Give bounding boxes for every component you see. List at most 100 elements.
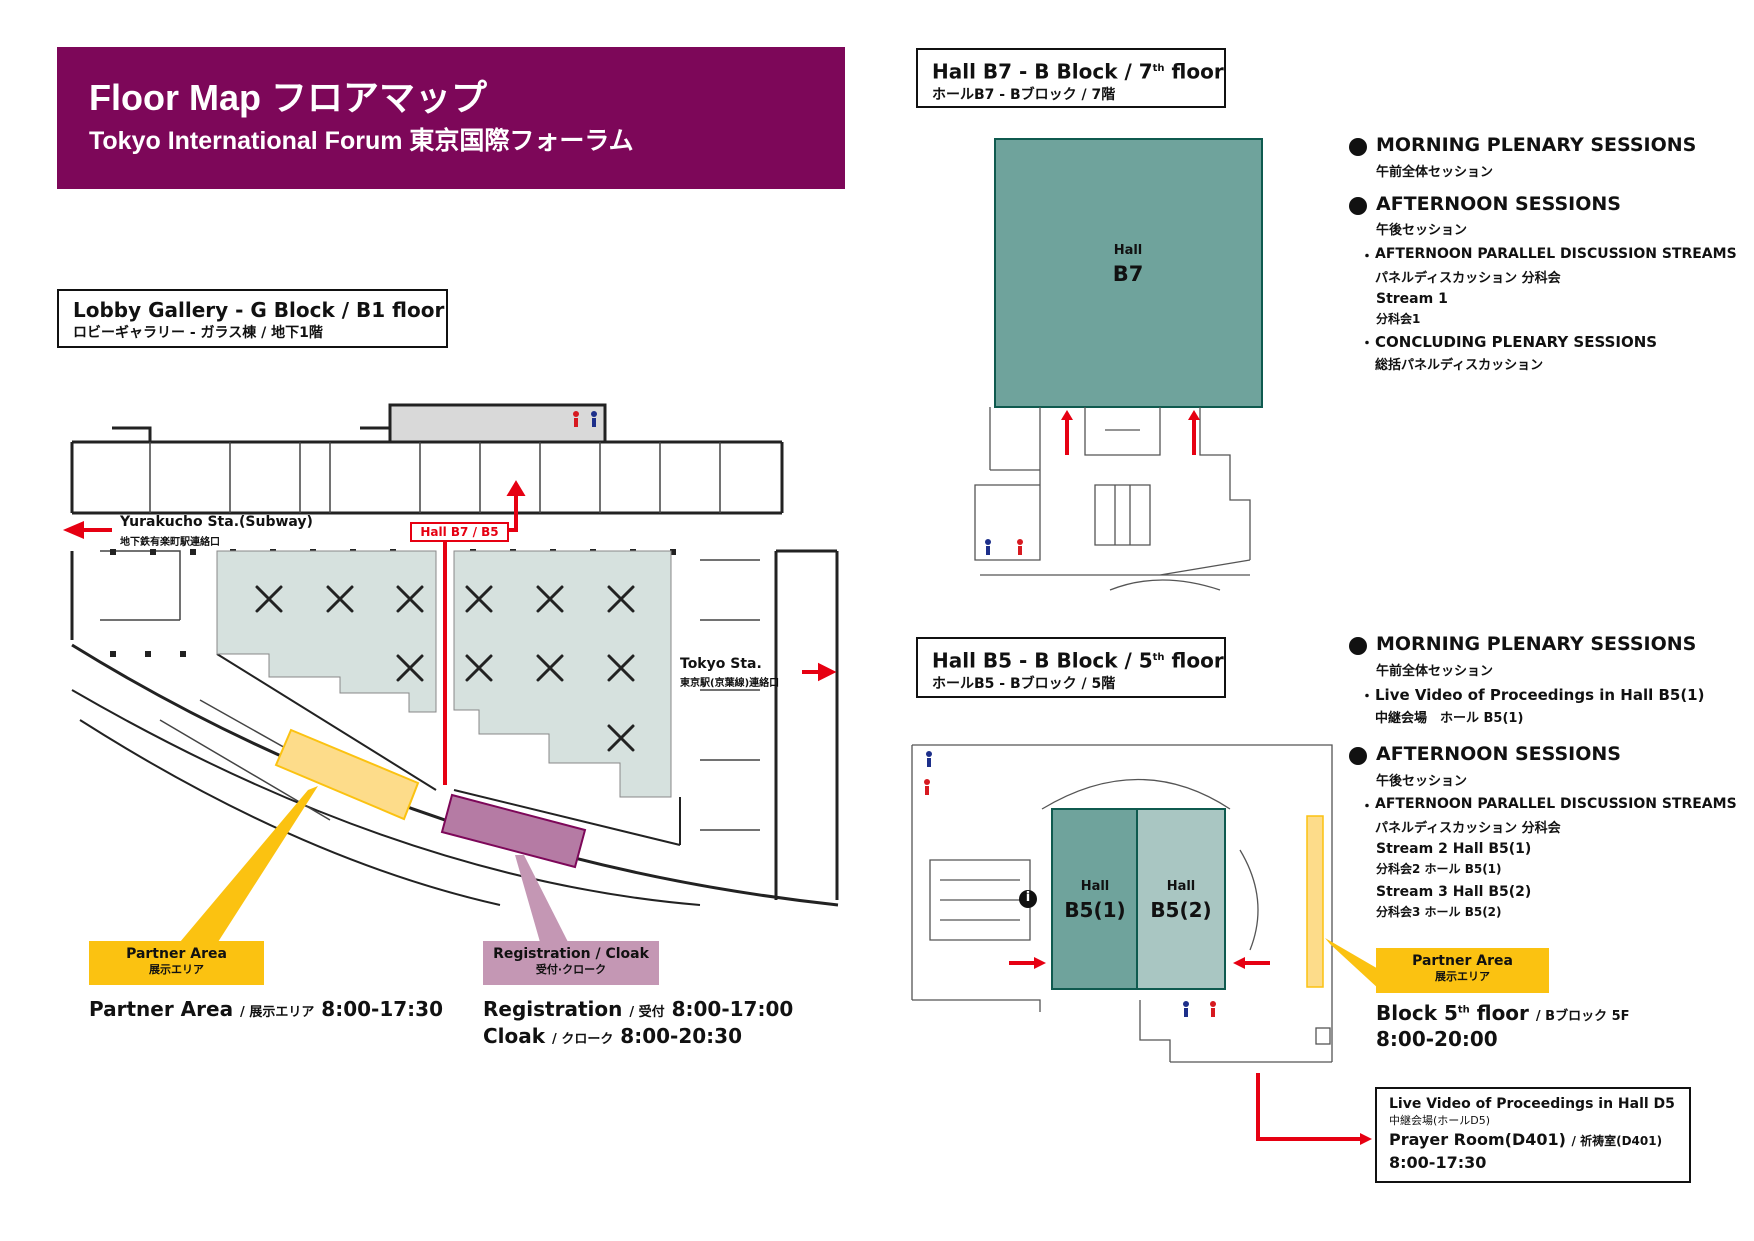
d5-info-box: Live Video of Proceedings in Hall D5 中継会… [1375, 1087, 1691, 1183]
b5-parallel-streams: AFTERNOON PARALLEL DISCUSSION STREAMS [1375, 796, 1737, 812]
page-subtitle: Tokyo International Forum 東京国際フォーラム [89, 127, 634, 155]
cloak-hours-label: Cloak [483, 1024, 546, 1048]
x-mark-icon [536, 654, 564, 682]
lobby-gallery-title-box: Lobby Gallery - G Block / B1 floor ロビーギャ… [57, 289, 448, 348]
b5-block-hours: 8:00-20:00 [1376, 1027, 1498, 1051]
hall-b7-label: Hall [1113, 243, 1143, 258]
bullet-icon [1349, 197, 1367, 215]
b7-afternoon-session-jp: 午後セッション [1376, 223, 1468, 238]
sub-bullet: ・ [1360, 249, 1374, 265]
partner-hours-label: Partner Area [89, 997, 234, 1021]
lobby-floorplan-outline [70, 403, 839, 907]
column-x-marks [255, 585, 635, 752]
prayer-room-hours: 8:00-17:30 [1389, 1153, 1487, 1172]
partner-area-callout: Partner Area 展示エリア [89, 941, 264, 985]
registration-hours-label-jp: / 受付 [629, 1005, 665, 1020]
registration-cloak-zone [440, 793, 587, 869]
d5-live-video: Live Video of Proceedings in Hall D5 [1389, 1096, 1675, 1112]
d5-route-arrow [1256, 1073, 1362, 1141]
bullet-icon [1349, 637, 1367, 655]
lobby-gallery-area-west [216, 550, 437, 713]
partner-area-hours: Partner Area / 展示エリア 8:00-17:30 [89, 997, 443, 1021]
bullet-icon [1349, 138, 1367, 156]
b7-floorplan-outline [974, 407, 1251, 591]
route-arrows [62, 480, 837, 785]
sub-bullet: ・ [1360, 799, 1374, 815]
registration-hours-time: 8:00-17:00 [671, 997, 794, 1021]
b5-stream-3-jp: 分科会3 ホール B5(2) [1376, 905, 1502, 919]
tokyo-station-label-jp: 東京駅(京葉線)連絡口 [680, 678, 780, 689]
partner-callout-jp: 展示エリア [149, 963, 204, 976]
b5-stream-2-jp: 分科会2 ホール B5(1) [1376, 862, 1502, 876]
sub-bullet: ・ [1360, 336, 1374, 352]
b5-title-en: Hall B5 - B Block / 5th floor [932, 648, 1224, 673]
hall-b5-2-name: B5(2) [1150, 898, 1212, 922]
partner-hours-time: 8:00-17:30 [321, 997, 444, 1021]
cloak-hours: Cloak / クローク 8:00-20:30 [483, 1024, 742, 1048]
arrow-right-icon [818, 662, 837, 682]
partner-callout-pointer [180, 786, 318, 942]
yurakucho-label: Yurakucho Sta.(Subway) [120, 514, 313, 530]
x-mark-icon [607, 585, 635, 613]
yurakucho-label-jp: 地下鉄有楽町駅連絡口 [120, 537, 220, 548]
x-mark-icon [326, 585, 354, 613]
lobby-title-en: Lobby Gallery - G Block / B1 floor [73, 298, 445, 322]
info-icon-glyph: i [1025, 890, 1031, 905]
b5-entry-arrows [1009, 957, 1372, 1145]
partner-area-zone [274, 728, 420, 821]
b5-live-video-jp: 中継会場 ホール B5(1) [1375, 711, 1524, 726]
prayer-room: Prayer Room(D401) / 祈祷室(D401) [1389, 1130, 1663, 1149]
x-mark-icon [607, 654, 635, 682]
b5-live-video: Live Video of Proceedings in Hall B5(1) [1375, 686, 1705, 704]
b7-morning-session-jp: 午前全体セッション [1376, 165, 1494, 180]
bullet-icon [1349, 747, 1367, 765]
registration-callout-jp: 受付·クローク [535, 963, 607, 976]
sub-bullet: ・ [1360, 689, 1374, 705]
registration-hours: Registration / 受付 8:00-17:00 [483, 997, 793, 1021]
b7-afternoon-session: AFTERNOON SESSIONS [1376, 193, 1621, 215]
d5-live-video-jp: 中継会場(ホールD5) [1389, 1114, 1491, 1127]
b5-afternoon-session-jp: 午後セッション [1376, 774, 1468, 789]
b5-morning-session: MORNING PLENARY SESSIONS [1376, 633, 1697, 655]
hall-b5-1-name: B5(1) [1064, 898, 1126, 922]
arrow-left-icon [62, 520, 84, 540]
header-banner: Floor Map フロアマップ Tokyo International For… [57, 47, 845, 189]
lobby-title-jp: ロビーギャラリー - ガラス棟 / 地下1階 [73, 325, 323, 341]
b5-partner-area-callout: Partner Area 展示エリア [1376, 948, 1549, 993]
info-icon [1019, 890, 1037, 908]
b5-block-floor: Block 5th floor / Bブロック 5F [1376, 1001, 1630, 1025]
x-mark-icon [465, 654, 493, 682]
b5-parallel-streams-jp: パネルディスカッション 分科会 [1375, 821, 1561, 836]
b5-restroom-icons [924, 751, 1216, 1017]
hall-b7-area [994, 138, 1263, 408]
b7-concluding-session-jp: 総括パネルディスカッション [1375, 358, 1544, 373]
b5-title-jp: ホールB5 - Bブロック / 5階 [932, 675, 1116, 692]
b7-morning-session: MORNING PLENARY SESSIONS [1376, 134, 1697, 156]
cloak-hours-label-jp: / クローク [552, 1032, 614, 1047]
partner-hours-label-jp: / 展示エリア [240, 1005, 315, 1020]
b5-partner-callout-en: Partner Area [1412, 953, 1513, 969]
b5-block-floor-jp: / Bブロック 5F [1535, 1009, 1630, 1024]
b5-partner-callout-jp: 展示エリア [1435, 970, 1490, 983]
b7-stream-1-jp: 分科会1 [1376, 312, 1421, 326]
b7-restroom-icons [985, 539, 1023, 555]
b7-title-jp: ホールB7 - Bブロック / 7階 [932, 86, 1116, 103]
x-mark-icon [396, 585, 424, 613]
b7-stream-1: Stream 1 [1376, 291, 1448, 307]
b5-stream-2: Stream 2 Hall B5(1) [1376, 841, 1532, 857]
b7-parallel-streams-jp: パネルディスカッション 分科会 [1375, 271, 1561, 286]
b7-concluding-session: CONCLUDING PLENARY SESSIONS [1375, 333, 1658, 351]
x-mark-icon [396, 654, 424, 682]
hall-b5-2-label: Hall [1166, 879, 1196, 894]
b5-partner-area-zone [1306, 815, 1324, 988]
registration-callout-pointer [515, 855, 568, 942]
hall-b7-name: B7 [1112, 262, 1144, 286]
tokyo-station-label: Tokyo Sta. [680, 656, 762, 672]
b7-entry-arrows [1061, 410, 1200, 455]
route-arrow-up [507, 492, 518, 532]
hall-b5-title-box: Hall B5 - B Block / 5th floor ホールB5 - Bブ… [916, 637, 1226, 698]
x-mark-icon [607, 724, 635, 752]
hall-b7-b5-route-label: Hall B7 / B5 [410, 522, 509, 542]
hall-b5-1-label: Hall [1080, 879, 1110, 894]
